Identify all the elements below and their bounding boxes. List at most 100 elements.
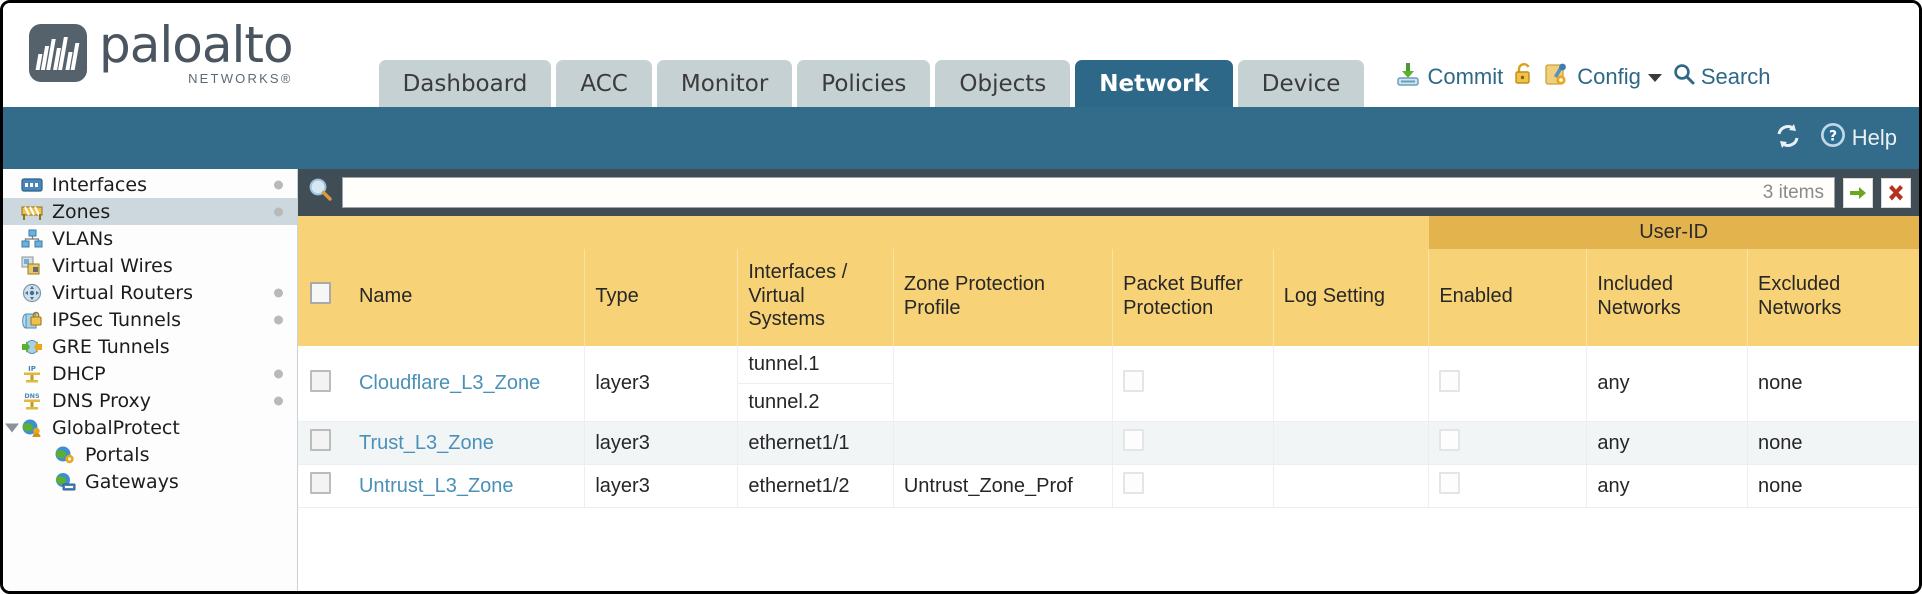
cell-zone-protection-profile: Untrust_Zone_Prof <box>893 464 1114 508</box>
sidebar-item-dhcp[interactable]: IP DHCP <box>3 360 297 387</box>
cell-excluded-networks: none <box>1747 464 1919 508</box>
column-header-packet-buffer-protection[interactable]: Packet Buffer Protection <box>1112 249 1274 346</box>
table-row[interactable]: Cloudflare_L3_Zone layer3 tunnel.1 tunne… <box>298 346 1919 422</box>
sidebar-item-virtual-wires[interactable]: Virtual Wires <box>3 252 297 279</box>
sidebar-item-gateways[interactable]: Gateways <box>3 468 297 495</box>
zones-table-body: Cloudflare_L3_Zone layer3 tunnel.1 tunne… <box>298 346 1919 508</box>
cell-excluded-networks: none <box>1747 346 1919 422</box>
user-id-enabled-checkbox[interactable] <box>1439 429 1461 451</box>
sidebar-item-label: GRE Tunnels <box>52 335 170 358</box>
tab-network[interactable]: Network <box>1075 60 1233 107</box>
globalprotect-icon <box>20 418 44 438</box>
packet-buffer-protection-checkbox[interactable] <box>1123 429 1145 451</box>
sidebar-item-zones[interactable]: Zones <box>3 198 297 225</box>
tab-dashboard[interactable]: Dashboard <box>378 60 552 107</box>
sidebar-item-portals[interactable]: Portals <box>3 441 297 468</box>
config-menu[interactable]: Config <box>1545 62 1663 93</box>
interface-item: ethernet1/2 <box>748 474 850 497</box>
cell-type: layer3 <box>584 346 739 422</box>
paloalto-logo: paloalto NETWORKS® <box>29 20 294 85</box>
tab-acc[interactable]: ACC <box>556 60 652 107</box>
commit-icon <box>1395 61 1421 93</box>
status-dot <box>274 207 283 216</box>
user-id-enabled-checkbox[interactable] <box>1439 472 1461 494</box>
cell-log-setting <box>1273 346 1430 422</box>
cell-packet-buffer-protection <box>1112 464 1274 508</box>
column-header-interfaces[interactable]: Interfaces / Virtual Systems <box>737 249 894 346</box>
cell-zone-protection-profile <box>893 421 1114 465</box>
interfaces-icon <box>20 175 44 195</box>
zone-link[interactable]: Untrust_L3_Zone <box>358 474 514 497</box>
cell-packet-buffer-protection <box>1112 421 1274 465</box>
sidebar-item-label: Interfaces <box>52 173 147 196</box>
zones-table-wrap: User-ID Name Type Interfaces / Virtual S… <box>298 216 1919 591</box>
sidebar-item-ipsec-tunnels[interactable]: IPSec Tunnels <box>3 306 297 333</box>
sidebar-item-dns-proxy[interactable]: DNS DNS Proxy <box>3 387 297 414</box>
packet-buffer-protection-checkbox[interactable] <box>1123 472 1145 494</box>
row-checkbox[interactable] <box>310 369 331 392</box>
help-button[interactable]: ? Help <box>1820 122 1897 154</box>
row-checkbox[interactable] <box>310 429 331 451</box>
select-all-checkbox[interactable] <box>310 282 331 305</box>
main-nav-tabs: Dashboard ACC Monitor Policies Objects N… <box>378 60 1370 107</box>
row-checkbox[interactable] <box>310 472 331 494</box>
svg-text:DNS: DNS <box>24 392 40 400</box>
table-group-header-row: User-ID <box>298 216 1919 249</box>
column-header-zone-protection-profile[interactable]: Zone Protection Profile <box>893 249 1114 346</box>
sidebar-item-globalprotect[interactable]: GlobalProtect <box>3 414 297 441</box>
cell-name: Trust_L3_Zone <box>348 421 586 465</box>
row-select-cell <box>298 346 349 422</box>
column-header-type[interactable]: Type <box>584 249 739 346</box>
table-header-row: Name Type Interfaces / Virtual Systems Z… <box>298 249 1919 346</box>
zones-icon <box>20 202 44 222</box>
column-header-included-networks[interactable]: Included Networks <box>1586 249 1749 346</box>
table-row[interactable]: Untrust_L3_Zone layer3 ethernet1/2 Untru… <box>298 464 1919 508</box>
sidebar-item-label: GlobalProtect <box>52 416 180 439</box>
tab-device[interactable]: Device <box>1237 60 1365 107</box>
cell-enabled <box>1428 421 1588 465</box>
refresh-icon[interactable] <box>1774 123 1802 154</box>
status-dot <box>274 396 283 405</box>
clear-filter-button[interactable] <box>1881 177 1911 208</box>
cell-excluded-networks: none <box>1747 421 1919 465</box>
column-header-name[interactable]: Name <box>348 249 586 346</box>
search-icon[interactable] <box>308 177 334 208</box>
table-row[interactable]: Trust_L3_Zone layer3 ethernet1/1 <box>298 421 1919 465</box>
column-header-log-setting[interactable]: Log Setting <box>1273 249 1430 346</box>
apply-filter-button[interactable] <box>1843 177 1873 208</box>
tab-monitor[interactable]: Monitor <box>656 60 793 107</box>
commit-button[interactable]: Commit <box>1395 61 1503 93</box>
chevron-down-icon <box>1647 64 1663 90</box>
filter-bar: 3 items <box>298 169 1919 216</box>
user-id-enabled-checkbox[interactable] <box>1439 369 1461 392</box>
status-dot <box>274 180 283 189</box>
column-header-enabled[interactable]: Enabled <box>1428 249 1588 346</box>
sidebar-item-interfaces[interactable]: Interfaces <box>3 171 297 198</box>
sidebar-item-vlans[interactable]: VLANs <box>3 225 297 252</box>
app-body: Interfaces Zones <box>3 169 1919 591</box>
sidebar-item-virtual-routers[interactable]: Virtual Routers <box>3 279 297 306</box>
zone-link[interactable]: Trust_L3_Zone <box>358 431 494 454</box>
search-button[interactable]: Search <box>1673 63 1771 91</box>
column-header-excluded-networks[interactable]: Excluded Networks <box>1747 249 1919 346</box>
cell-included-networks: any <box>1586 464 1749 508</box>
cell-enabled <box>1428 346 1588 422</box>
interface-item: tunnel.1 <box>738 346 893 384</box>
group-header-user-id: User-ID <box>1428 216 1919 249</box>
network-sidebar: Interfaces Zones <box>3 169 298 591</box>
tab-policies[interactable]: Policies <box>797 60 931 107</box>
tab-objects[interactable]: Objects <box>935 60 1071 107</box>
collapse-triangle-icon[interactable] <box>5 423 19 432</box>
item-count: 3 items <box>1762 181 1824 203</box>
cell-type: layer3 <box>584 464 739 508</box>
sidebar-item-label: Virtual Wires <box>52 254 173 277</box>
gateways-icon <box>53 472 77 492</box>
sidebar-item-gre-tunnels[interactable]: GRE Tunnels <box>3 333 297 360</box>
cell-name: Untrust_L3_Zone <box>348 464 586 508</box>
cell-included-networks: any <box>1586 421 1749 465</box>
svg-text:IP: IP <box>28 365 36 373</box>
packet-buffer-protection-checkbox[interactable] <box>1123 369 1145 392</box>
zone-link[interactable]: Cloudflare_L3_Zone <box>358 372 541 394</box>
search-input[interactable]: 3 items <box>342 177 1835 208</box>
padlock-icon[interactable] <box>1513 62 1535 92</box>
